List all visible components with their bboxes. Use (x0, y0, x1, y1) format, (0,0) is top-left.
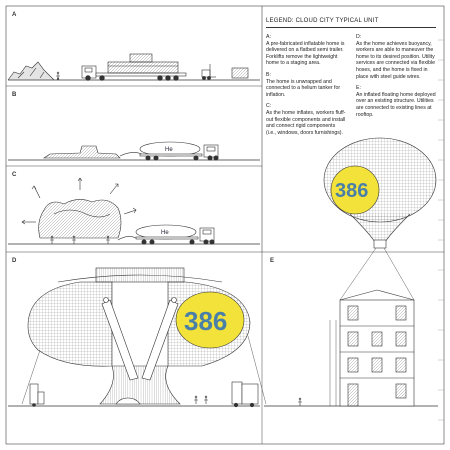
legend-item-letter: E: (356, 85, 361, 92)
legend-item-a: A: A pre-fabricated inflatable home is d… (266, 34, 346, 67)
unit-number-patch-d (175, 291, 245, 349)
panel-d-illustration: 386 (8, 267, 267, 408)
unit-number-patch-e (330, 165, 380, 215)
panel-b-illustration: He (8, 141, 260, 161)
legend-item-text: The home is unwrapped and connected to a… (266, 78, 341, 98)
legend-item-d: D: As the home achieves buoyancy, worker… (356, 34, 436, 80)
panel-c-illustration: He (8, 177, 260, 245)
panel-label-e: E (270, 258, 275, 264)
unit-number-e: 386 (335, 180, 368, 202)
panel-e-illustration: 386 (264, 137, 438, 407)
legend-item-text: As the home achieves buoyancy, workers a… (356, 40, 436, 80)
unit-number-d: 386 (184, 306, 227, 336)
outer-frame (5, 5, 445, 445)
panel-label-d: D (12, 258, 17, 264)
legend-item-text: As the home inflates, workers fluff-out … (266, 109, 346, 136)
legend-item-c: C: As the home inflates, workers fluff-o… (266, 103, 346, 136)
tanker-label-b: He (165, 147, 173, 153)
legend-right-column: D: As the home achieves buoyancy, worker… (356, 34, 436, 123)
panel-label-a: A (12, 12, 17, 18)
legend-title-rule (266, 27, 436, 28)
legend-item-b: B: The home is unwrapped and connected t… (266, 72, 346, 98)
legend-item-text: A pre-fabricated inflatable home is deli… (266, 40, 345, 67)
tanker-label-c: He (161, 230, 169, 236)
panel-label-c: C (12, 172, 17, 178)
legend-item-letter: C: (266, 103, 272, 110)
panel-label-b: B (12, 92, 17, 98)
legend-item-e: E: An inflated floating home deployed ov… (356, 85, 436, 118)
legend-item-text: An inflated floating home deployed over … (356, 91, 436, 118)
legend-item-letter: B: (266, 71, 271, 78)
legend-item-letter: A: (266, 34, 271, 40)
legend-item-letter: D: (356, 34, 362, 40)
panel-a-illustration (7, 53, 260, 81)
scale-ticks (438, 39, 444, 421)
legend-left-column: A: A pre-fabricated inflatable home is d… (266, 34, 346, 141)
legend-title: LEGEND: CLOUD CITY TYPICAL UNIT (266, 18, 379, 24)
